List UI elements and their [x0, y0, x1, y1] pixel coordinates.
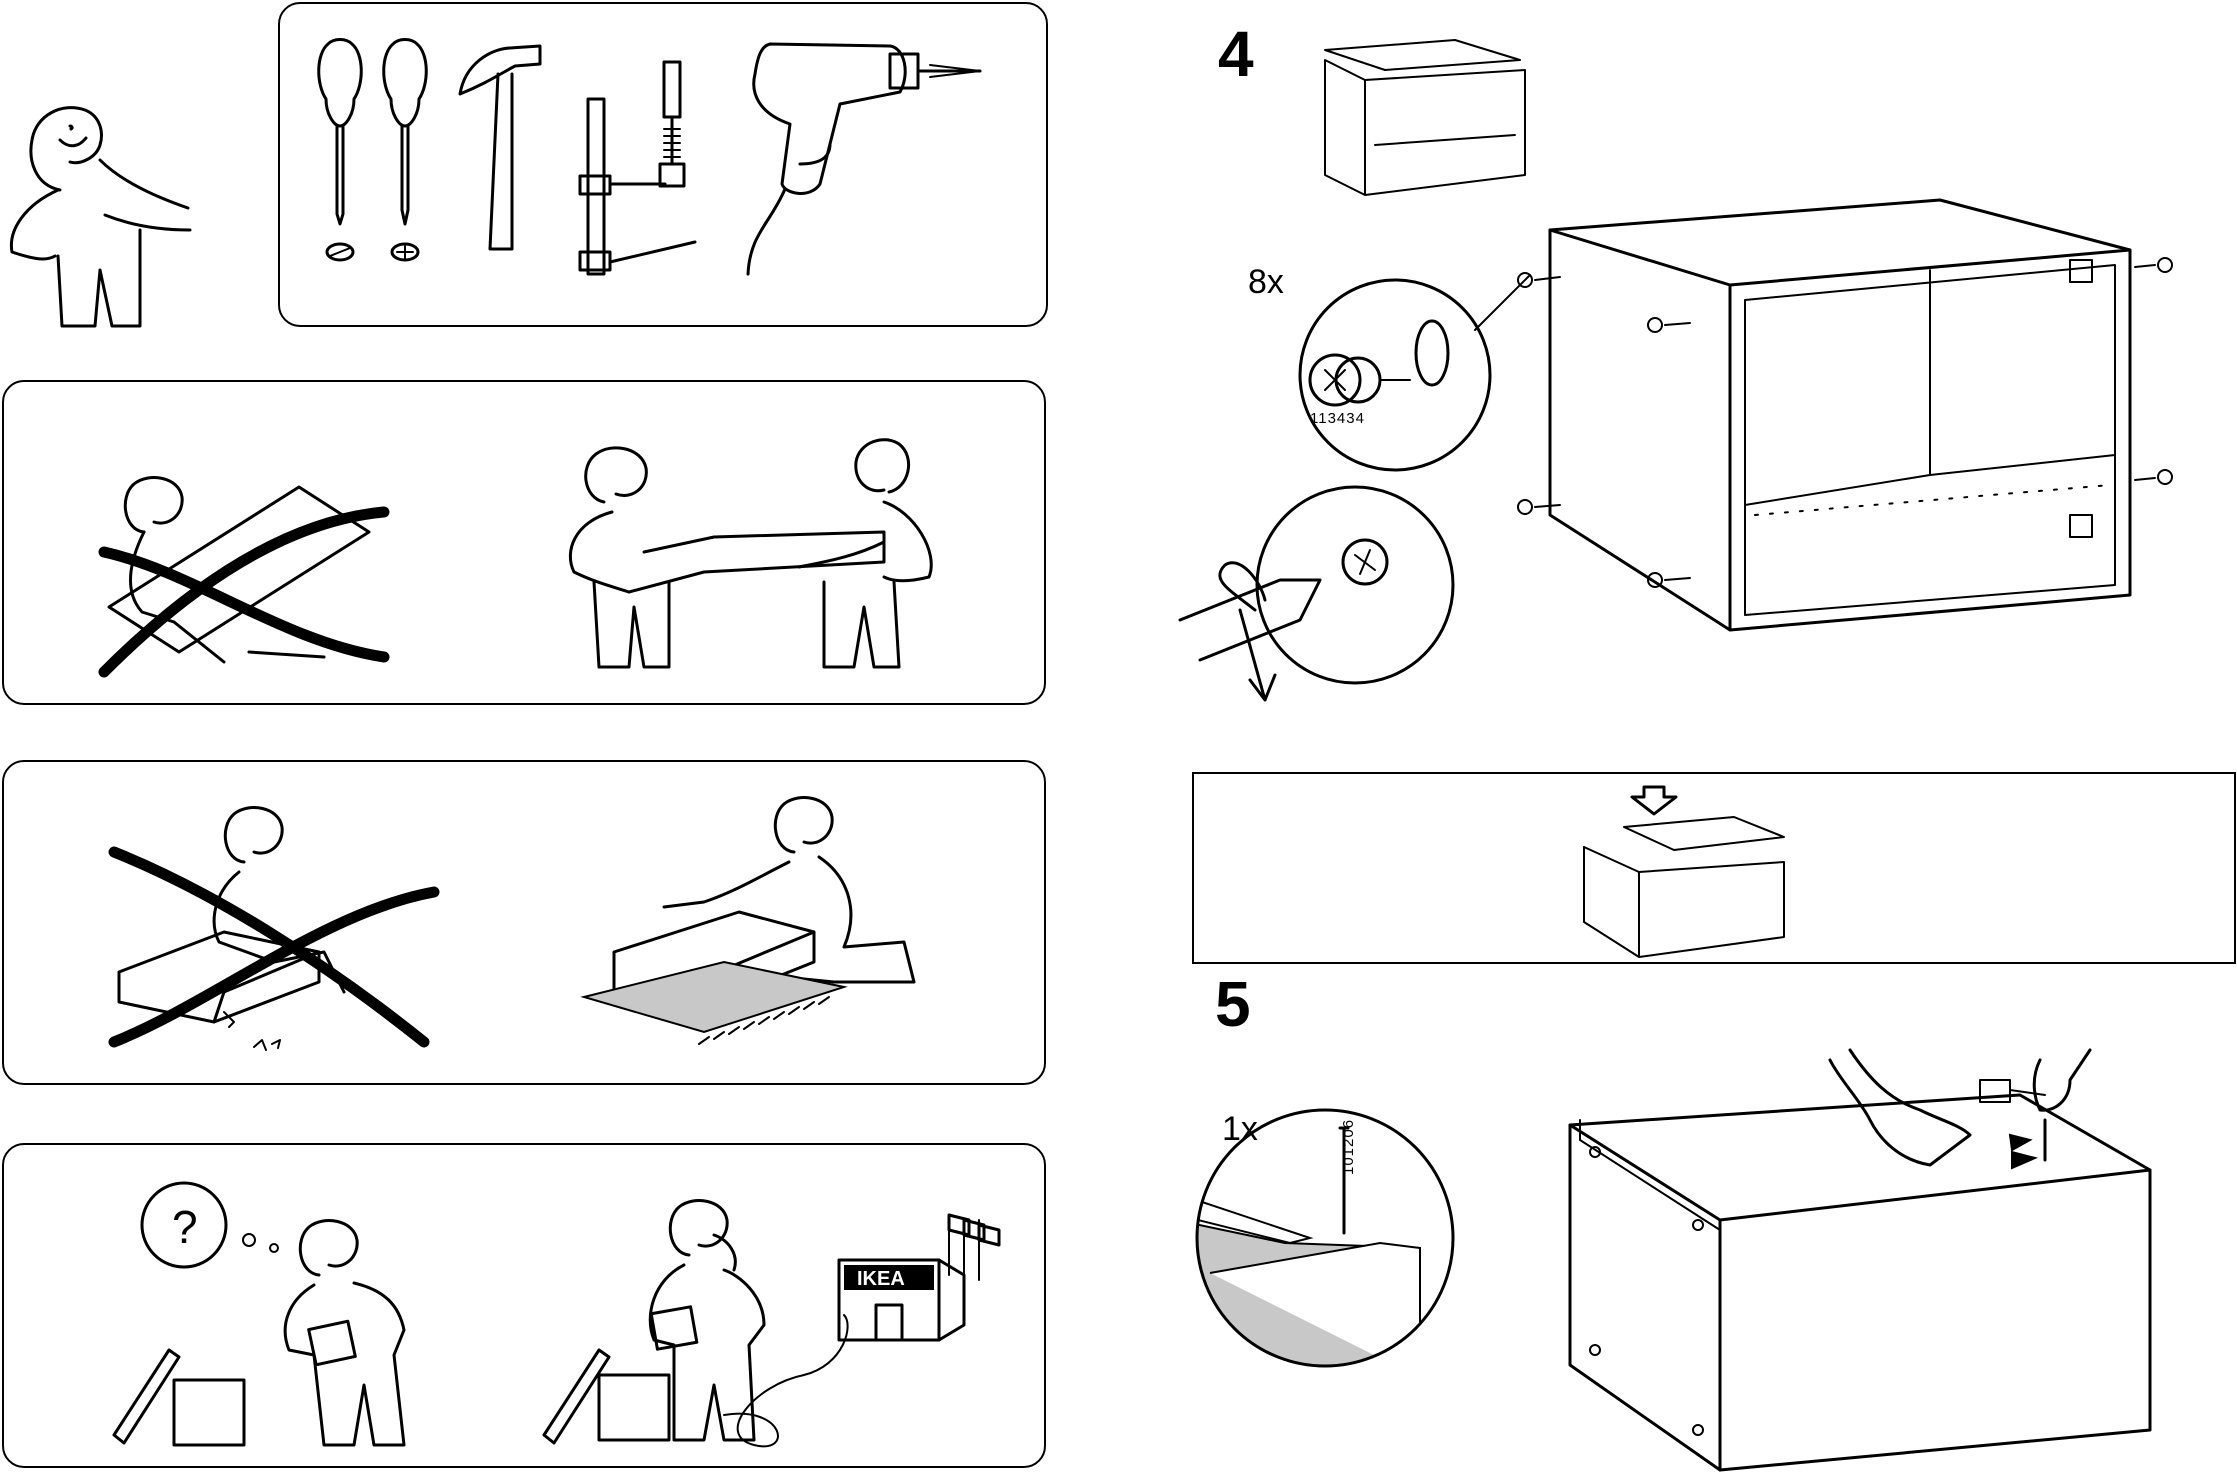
floor-panel	[2, 760, 1046, 1085]
step-5-number: 5	[1215, 972, 1251, 1036]
rug-protection-icon	[584, 782, 944, 1072]
no-protection-floor-icon	[104, 782, 444, 1072]
flat-screwdriver-icon	[310, 34, 370, 274]
carry-panel	[2, 380, 1046, 705]
screwdriver-turn-detail-icon	[1180, 470, 1480, 710]
question-mark: ?	[172, 1201, 198, 1253]
step-5-part-number: 101206	[1340, 1119, 1357, 1175]
confused-person-icon: ?	[94, 1165, 424, 1455]
two-person-carry-icon	[554, 432, 974, 672]
ikea-store-icon: IKEA	[839, 1215, 999, 1340]
step-4-overview-cabinet	[1315, 35, 1535, 210]
tools-panel	[278, 2, 1048, 327]
call-ikea-icon: IKEA	[524, 1175, 1024, 1455]
drill-icon	[730, 34, 1030, 284]
single-person-carry-icon	[84, 422, 424, 672]
clamp-icon	[570, 34, 710, 274]
person-pointing-figure	[0, 40, 200, 340]
phillips-screwdriver-icon	[375, 34, 435, 274]
step-4-part-number: 113434	[1310, 410, 1365, 427]
cabinet-frame-cams-icon	[1530, 195, 2190, 645]
help-panel: ? IKEA	[2, 1143, 1046, 1468]
cabinet-nailing-icon	[1540, 1040, 2200, 1475]
nail-detail-icon	[1190, 1098, 1470, 1378]
panel-insert-icon	[1584, 782, 1804, 962]
hammer-icon	[450, 34, 560, 274]
step-4-number: 4	[1218, 22, 1254, 86]
ikea-sign: IKEA	[857, 1268, 905, 1290]
back-panel-insert-box	[1192, 772, 2236, 964]
